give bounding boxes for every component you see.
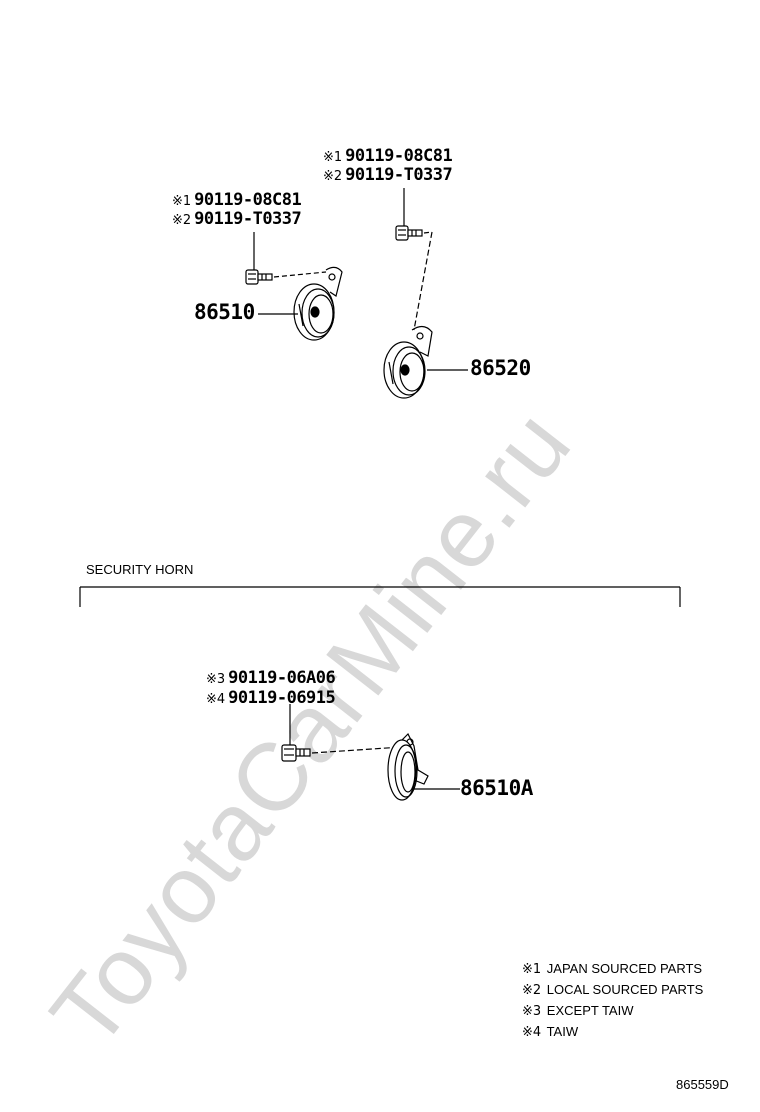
horn-86520-label: 86520 bbox=[470, 356, 531, 380]
horn-86520-drawing bbox=[383, 325, 468, 399]
security-bracket bbox=[79, 586, 681, 607]
horn-86510A-label: 86510A bbox=[460, 776, 533, 800]
diagram-id: 865559D bbox=[676, 1077, 729, 1092]
horn-86510-drawing bbox=[258, 266, 343, 341]
legend-item: ※4 TAIW bbox=[522, 1024, 579, 1040]
legend-item: ※1 JAPAN SOURCED PARTS bbox=[522, 961, 703, 977]
right-bolt-drawing bbox=[395, 188, 433, 331]
security-bolt-drawing bbox=[281, 704, 403, 762]
security-horn-title: SECURITY HORN bbox=[86, 562, 194, 577]
horn-86510-label: 86510 bbox=[194, 300, 255, 324]
legend: ※1 JAPAN SOURCED PARTS ※2 LOCAL SOURCED … bbox=[522, 961, 703, 1045]
horn-86510A-drawing bbox=[387, 732, 460, 801]
left-bolt-drawing bbox=[245, 232, 327, 285]
legend-item: ※2 LOCAL SOURCED PARTS bbox=[522, 982, 704, 998]
legend-item: ※3 EXCEPT TAIW bbox=[522, 1003, 634, 1019]
